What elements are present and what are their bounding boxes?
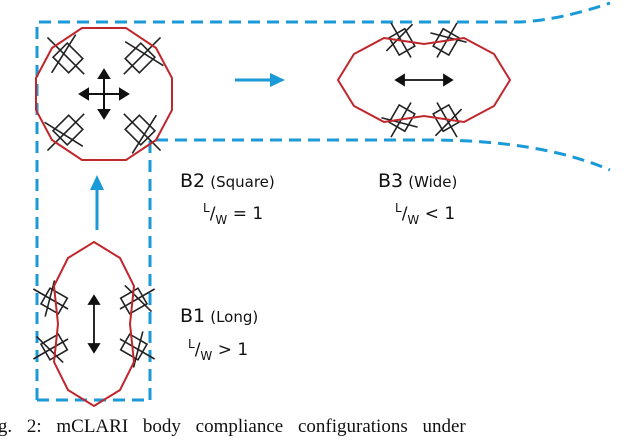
vertical-arrow-icon <box>87 294 101 354</box>
ratio-b1-rel: > 1 <box>217 340 249 360</box>
ratio-b3: L/W < 1 <box>395 201 456 227</box>
figure-caption: Fig. 2: mCLARI body compliance configura… <box>0 416 466 437</box>
label-b2-name: B2 <box>180 170 206 192</box>
horizontal-arrow-icon <box>394 73 454 87</box>
body-outline-b3 <box>336 36 512 124</box>
caption-clip: Fig. 2: mCLARI body compliance configura… <box>0 412 638 448</box>
ratio-b2-w: W <box>215 213 228 227</box>
ratio-b2-l: L <box>203 201 210 215</box>
robot-b2-square <box>35 27 173 161</box>
body-outline-b1 <box>52 240 136 408</box>
label-b1: B1 (Long) <box>180 305 258 327</box>
ratio-b3-rel: < 1 <box>424 204 456 224</box>
ratio-b1-l: L <box>188 337 195 351</box>
corridor-path <box>35 1 611 402</box>
ratio-b1: L/W > 1 <box>188 337 249 363</box>
ratio-b2: L/W = 1 <box>203 201 264 227</box>
corridor-left-wall <box>35 1 611 400</box>
corridor-inner-wall <box>148 138 611 400</box>
label-b2-desc: (Square) <box>210 173 275 191</box>
transition-arrow-right <box>235 73 285 87</box>
label-b1-name: B1 <box>180 305 206 327</box>
four-way-arrow-icon <box>78 68 130 120</box>
ratio-b2-slash: / <box>209 204 216 224</box>
label-b3-desc: (Wide) <box>408 173 458 191</box>
label-b3: B3 (Wide) <box>378 170 457 192</box>
label-b3-name: B3 <box>378 170 404 192</box>
ratio-b1-w: W <box>200 349 213 363</box>
robot-b3-wide <box>336 22 512 138</box>
body-outline-b2 <box>35 27 173 161</box>
ratio-b3-w: W <box>407 213 420 227</box>
robot-b1-long <box>32 240 156 408</box>
ratio-b3-l: L <box>395 201 402 215</box>
label-b1-desc: (Long) <box>210 308 259 326</box>
transition-arrow-up <box>90 175 104 230</box>
ratio-b2-rel: = 1 <box>232 204 264 224</box>
ratio-b3-slash: / <box>401 204 408 224</box>
label-b2: B2 (Square) <box>180 170 275 192</box>
ratio-b1-slash: / <box>194 340 201 360</box>
